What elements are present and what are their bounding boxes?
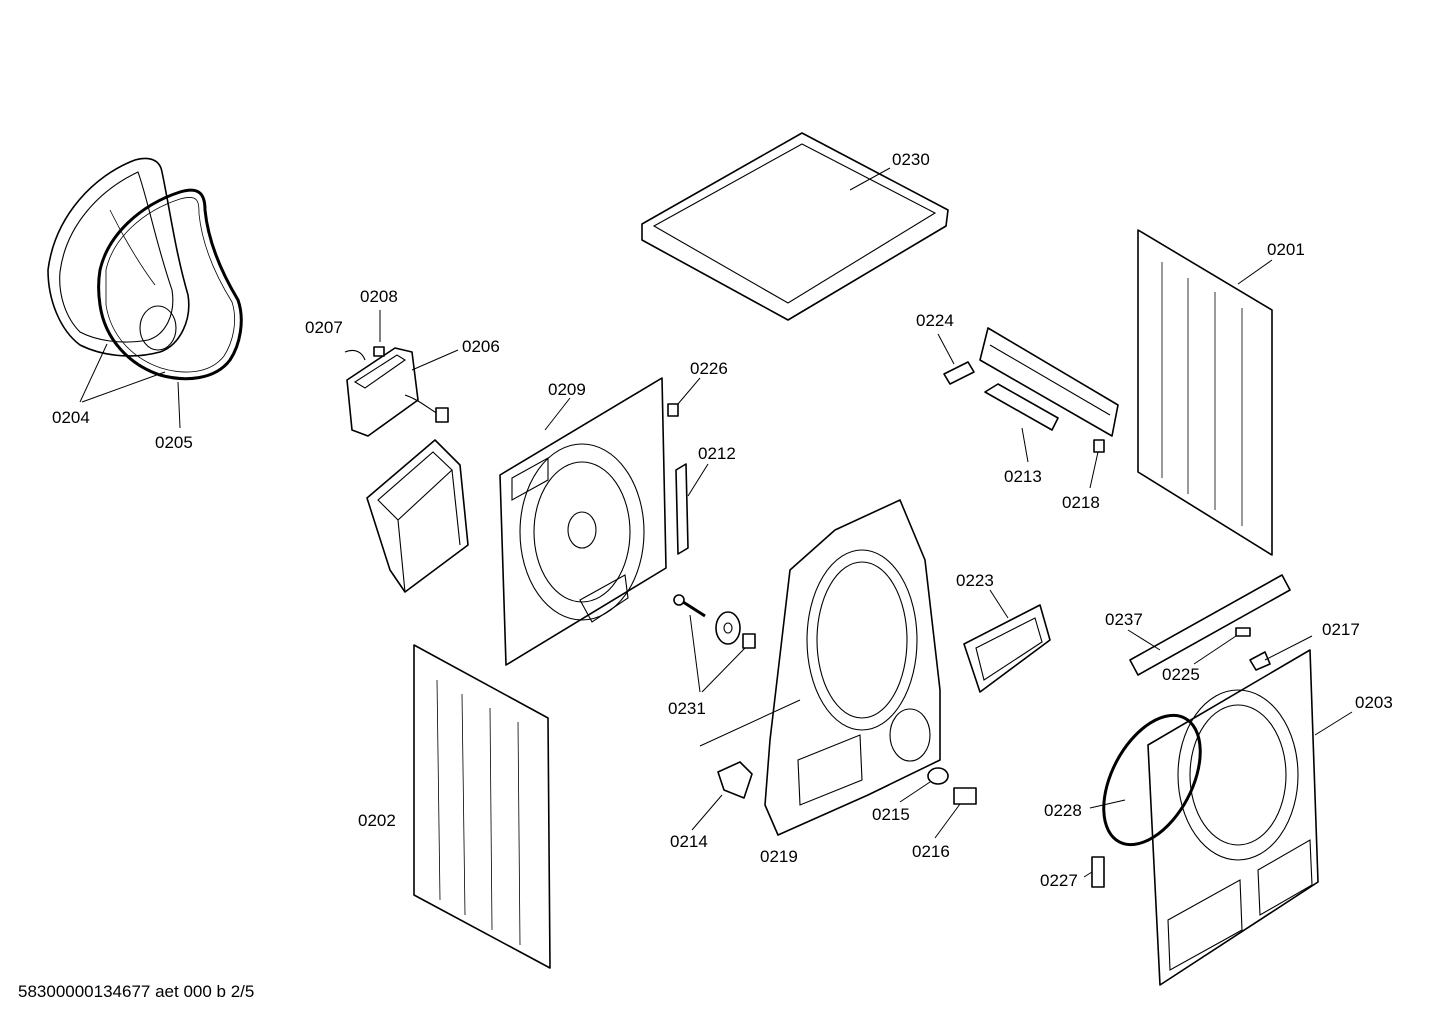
part-0212-bracket[interactable] <box>675 463 709 555</box>
part-0231-pulley-assembly[interactable] <box>673 594 756 693</box>
part-0230-top-cover[interactable] <box>641 132 949 321</box>
part-0209-rear-panel[interactable] <box>499 377 667 666</box>
callout-0218: 0218 <box>1062 493 1100 512</box>
callout-0202: 0202 <box>358 811 396 830</box>
callout-0237: 0237 <box>1105 610 1143 629</box>
callout-0227: 0227 <box>1040 871 1078 890</box>
part-0215-roller[interactable] <box>899 767 949 803</box>
callout-0205: 0205 <box>155 433 193 452</box>
callout-0231: 0231 <box>668 699 706 718</box>
callout-0224: 0224 <box>916 311 954 330</box>
part-filter-housing[interactable] <box>366 439 469 593</box>
part-0206-control-module[interactable] <box>346 347 459 437</box>
callout-0203: 0203 <box>1355 693 1393 712</box>
callout-0219: 0219 <box>760 847 798 866</box>
part-0227-latch[interactable] <box>1083 856 1105 888</box>
callout-0214: 0214 <box>670 832 708 851</box>
callout-0217: 0217 <box>1322 620 1360 639</box>
callout-0213: 0213 <box>1004 467 1042 486</box>
part-0225-clip[interactable] <box>1193 627 1251 665</box>
part-0217-hinge[interactable] <box>1249 635 1313 671</box>
part-0213-display-bracket[interactable] <box>984 383 1059 463</box>
callout-0215: 0215 <box>872 805 910 824</box>
callout-0228: 0228 <box>1044 801 1082 820</box>
callout-0216: 0216 <box>912 842 950 861</box>
part-0216-bearing[interactable] <box>934 787 977 839</box>
part-control-board[interactable] <box>979 327 1119 437</box>
document-number: 58300000134677 aet 000 b 2/5 <box>18 982 255 1001</box>
callout-0209: 0209 <box>548 380 586 399</box>
callout-0201: 0201 <box>1267 240 1305 259</box>
part-0223-filter[interactable] <box>963 589 1051 693</box>
callout-0208: 0208 <box>360 287 398 306</box>
part-0203-front-panel[interactable] <box>1147 649 1353 986</box>
callout-0206: 0206 <box>462 337 500 356</box>
callout-0226: 0226 <box>690 359 728 378</box>
callout-0223: 0223 <box>956 571 994 590</box>
part-0208-clip[interactable] <box>373 310 385 357</box>
part-0202-side-panel[interactable] <box>413 644 551 969</box>
part-0228-door-seal[interactable] <box>1084 699 1220 860</box>
part-0207-wire[interactable] <box>344 349 366 361</box>
part-0224-clip[interactable] <box>937 333 975 385</box>
callout-0212: 0212 <box>698 444 736 463</box>
part-0218-clip[interactable] <box>1089 439 1105 489</box>
callout-0225: 0225 <box>1162 665 1200 684</box>
callout-0204: 0204 <box>52 408 90 427</box>
callout-0230: 0230 <box>892 150 930 169</box>
callout-0207: 0207 <box>305 318 343 337</box>
part-0205-door-seal[interactable] <box>97 188 243 381</box>
part-0219-front-shield[interactable] <box>699 499 941 836</box>
part-0226-clip[interactable] <box>667 377 701 417</box>
part-0237-trim-strip[interactable] <box>1127 574 1291 676</box>
part-0201-side-panel[interactable] <box>1137 229 1273 556</box>
part-0214-sensor[interactable] <box>691 761 753 831</box>
part-0204-door-frame[interactable] <box>47 157 190 357</box>
